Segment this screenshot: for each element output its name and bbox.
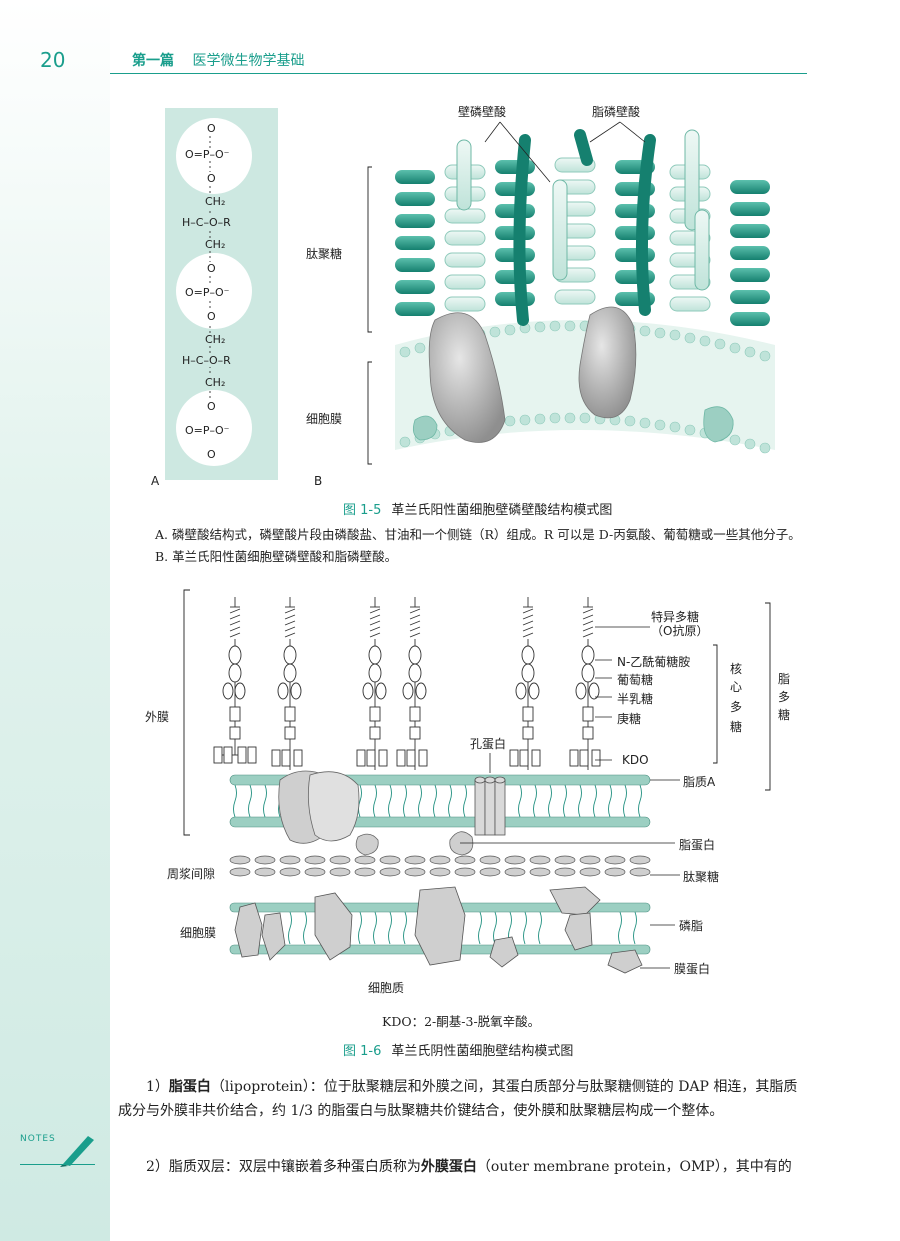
fig16-caption: 图 1-6 革兰氏阴性菌细胞壁结构模式图 <box>343 1040 573 1059</box>
p1-number: 1） <box>146 1079 169 1095</box>
label-lps-1: 脂 <box>778 672 791 686</box>
fig16-caption-number: 图 1-6 <box>343 1044 382 1059</box>
p2-number: 2） <box>146 1159 169 1175</box>
p2-term: 外膜蛋白 <box>420 1159 477 1175</box>
fig15-panel-b <box>395 129 775 454</box>
notes-pen-icon <box>60 1136 94 1167</box>
label-core-poly-1: 核 <box>730 662 743 676</box>
label-phospholipid: 磷脂 <box>679 919 704 933</box>
label-lps-2: 多 <box>778 690 791 704</box>
header-part: 第一篇 <box>132 53 174 69</box>
fig15-caption: 图 1-5 革兰氏阳性菌细胞壁磷壁酸结构模式图 <box>343 499 612 518</box>
p1-term: 脂蛋白 <box>168 1079 211 1095</box>
fig15-note: A. 磷壁酸结构式，磷壁酸片段由磷酸盐、甘油和一个侧链（R）组成。R 可以是 D… <box>155 527 801 564</box>
chem-o-3: O <box>207 262 216 275</box>
label-glucose: 葡萄糖 <box>617 673 654 687</box>
chem-o-6: O <box>207 448 216 461</box>
chem-chor-1: H–C–O–R <box>182 216 231 229</box>
chem-ch2-4: CH₂ <box>205 376 226 389</box>
label-porin: 孔蛋白 <box>470 737 507 751</box>
panel-label-b: B <box>314 474 323 488</box>
kdo-footnote: KDO：2-酮基-3-脱氧辛酸。 <box>382 1014 541 1029</box>
chem-p-2: O=P–O⁻ <box>185 286 230 299</box>
fig15-panel-a <box>165 108 278 480</box>
label-peptidoglycan-b: 肽聚糖 <box>306 247 343 261</box>
label-core-poly-3: 多 <box>730 700 743 714</box>
fig16-caption-text: 革兰氏阴性菌细胞壁结构模式图 <box>391 1044 574 1059</box>
label-heptose: 庚糖 <box>617 712 642 726</box>
label-peptidoglycan-16: 肽聚糖 <box>683 870 720 884</box>
chem-ch2-2: CH₂ <box>205 238 226 251</box>
label-nag: N-乙酰葡糖胺 <box>617 655 691 669</box>
label-lipoteichoic: 脂磷壁酸 <box>592 105 641 119</box>
label-cytoplasm: 细胞质 <box>368 981 405 995</box>
label-galactose: 半乳糖 <box>617 692 654 706</box>
chem-o-5: O <box>207 400 216 413</box>
running-header: 第一篇 医学微生物学基础 <box>132 50 304 70</box>
label-lipid-a: 脂质A <box>683 775 716 789</box>
chem-ch2-3: CH₂ <box>205 333 226 346</box>
fig15-caption-text: 革兰氏阳性菌细胞壁磷壁酸结构模式图 <box>391 503 613 518</box>
label-outer-membrane: 外膜 <box>145 710 170 724</box>
chem-o-4: O <box>207 310 216 323</box>
paragraph-lipoprotein: 1）脂蛋白（lipoprotein）：位于肽聚糖层和外膜之间，其蛋白质部分与肽聚… <box>118 1075 808 1123</box>
notes-label: NOTES <box>20 1134 56 1144</box>
label-membrane-protein: 膜蛋白 <box>674 962 711 976</box>
header-rule <box>110 73 807 74</box>
chem-o-1: O <box>207 122 216 135</box>
paragraph-lipid-bilayer: 2）脂质双层：双层中镶嵌着多种蛋白质称为外膜蛋白（outer membrane … <box>118 1155 808 1179</box>
label-cell-membrane-16: 细胞膜 <box>180 926 217 940</box>
page-number: 20 <box>40 48 66 72</box>
chem-p-3: O=P–O⁻ <box>185 424 230 437</box>
p1-text: （lipoprotein）：位于肽聚糖层和外膜之间，其蛋白质部分与肽聚糖侧链的 … <box>118 1079 798 1119</box>
chem-ch2-1: CH₂ <box>205 195 226 208</box>
fig15-caption-number: 图 1-5 <box>343 503 382 518</box>
chem-chor-2: H–C–O–R <box>182 354 231 367</box>
notes-underline <box>20 1164 95 1165</box>
label-lipoprotein: 脂蛋白 <box>679 838 716 852</box>
label-core-poly-4: 糖 <box>730 720 743 734</box>
chem-p-1: O=P–O⁻ <box>185 148 230 161</box>
label-cell-membrane-b: 细胞膜 <box>306 412 343 426</box>
label-lps-3: 糖 <box>778 708 791 722</box>
label-core-poly-2: 心 <box>730 680 743 694</box>
label-periplasm: 周浆间隙 <box>167 867 216 881</box>
label-o-antigen: （O抗原） <box>651 624 709 638</box>
p2-text-a: 脂质双层：双层中镶嵌着多种蛋白质称为 <box>168 1159 421 1175</box>
label-wall-teichoic: 壁磷壁酸 <box>458 105 507 119</box>
p2-text-b: （outer membrane protein，OMP），其中有的 <box>476 1159 792 1175</box>
left-margin-band <box>0 0 110 1241</box>
label-kdo: KDO <box>622 753 649 767</box>
header-section: 医学微生物学基础 <box>192 53 305 69</box>
label-specific-poly: 特异多糖 <box>651 610 700 624</box>
panel-label-a: A <box>151 474 160 488</box>
chem-o-2: O <box>207 172 216 185</box>
fig15-callouts <box>367 121 646 465</box>
fig16-diagram <box>183 589 771 974</box>
